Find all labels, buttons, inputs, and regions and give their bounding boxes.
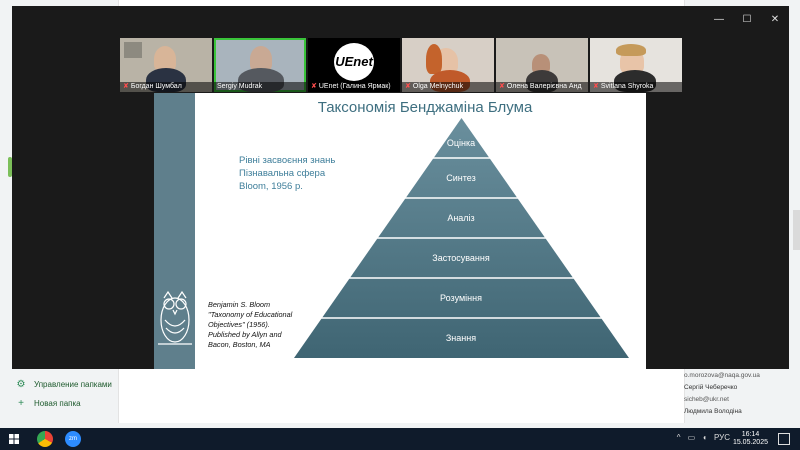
owl-icon	[158, 290, 192, 345]
taskbar: zm ^ ▭ ◖ РУС 16:14 15.05.2025	[0, 428, 800, 450]
network-icon[interactable]: ▭	[687, 433, 696, 442]
slide-title: Таксономія Бенджаміна Блума	[317, 99, 533, 116]
muted-mic-icon: ✘	[405, 83, 411, 90]
clock-date: 15.05.2025	[732, 439, 768, 446]
gear-icon: ⚙	[16, 379, 26, 390]
citation-line: Objectives" (1956).	[208, 320, 270, 329]
close-icon[interactable]: ✕	[770, 14, 780, 25]
muted-mic-icon: ✘	[123, 83, 129, 90]
citation-line: Bacon, Boston, MA	[208, 340, 271, 349]
manage-folders-link[interactable]: ⚙ Управление папками	[16, 379, 112, 390]
citation-line: Benjamin S. Bloom	[208, 300, 271, 309]
slide-citation: Benjamin S. Bloom "Taxonomy of Education…	[208, 300, 318, 350]
muted-mic-icon: ✘	[593, 83, 599, 90]
window-controls: — ☐ ✕	[705, 14, 789, 25]
new-folder-link[interactable]: + Новая папка	[16, 398, 81, 409]
participant-name: UEnet (Галина Ярмак)	[318, 83, 391, 90]
participant-tile[interactable]: ✘Svitlana Shyrokа	[590, 38, 682, 92]
participant-strip: ✘Богдан Шумбал Sergiy Mudrak UEnet ✘UEne…	[120, 38, 682, 92]
citation-line: "Taxonomy of Educational	[208, 310, 293, 319]
participant-tile[interactable]: UEnet ✘UEnet (Галина Ярмак)	[308, 38, 400, 92]
system-tray: ^ ▭ ◖ РУС	[677, 433, 730, 442]
system-clock[interactable]: 16:14 15.05.2025	[733, 431, 768, 447]
uenet-logo: UEnet	[335, 54, 373, 69]
lead-line: Bloom, 1956 р.	[239, 181, 303, 192]
pyramid-level-comprehension: Розуміння	[440, 293, 482, 303]
participant-tile-active-speaker[interactable]: Sergiy Mudrak	[214, 38, 306, 92]
language-indicator[interactable]: РУС	[713, 433, 730, 442]
participant-name: Олена Валерієвна Анд	[506, 83, 582, 90]
participant-name: Sergiy Mudrak	[217, 83, 263, 90]
chevron-up-icon[interactable]: ^	[676, 433, 681, 442]
participant-tile[interactable]: ✘Олена Валерієвна Анд	[496, 38, 588, 92]
contact-email[interactable]: sicheb@ukr.net	[684, 396, 729, 403]
contact-name[interactable]: Людмила Володіна	[684, 408, 742, 415]
muted-mic-icon: ✘	[499, 83, 505, 90]
plus-icon: +	[18, 398, 24, 409]
new-folder-label: Новая папка	[34, 399, 81, 408]
shared-slide: Таксономія Бенджаміна Блума Рівні засвоє…	[154, 93, 646, 369]
notification-icon[interactable]	[778, 433, 790, 445]
participant-name: Svitlana Shyrokа	[600, 83, 654, 90]
contact-email[interactable]: o.morozova@naqa.gov.ua	[684, 372, 760, 379]
slide-lead-text: Рівні засвоєння знань Пізнавальна сфера …	[239, 154, 335, 193]
pyramid-level-synthesis: Синтез	[446, 173, 476, 183]
pyramid-level-knowledge: Знання	[445, 333, 477, 343]
participant-name: Olga Melnychuk	[412, 83, 464, 90]
citation-line: Published by Allyn and	[208, 330, 282, 339]
pyramid-level-analysis: Аналіз	[447, 213, 475, 223]
chrome-icon[interactable]	[37, 431, 53, 447]
zoom-app-icon[interactable]: zm	[65, 431, 81, 447]
participant-tile[interactable]: ✘Olga Melnychuk	[402, 38, 494, 92]
participant-name: Богдан Шумбал	[130, 83, 182, 90]
muted-mic-icon: ✘	[311, 83, 317, 90]
maximize-icon[interactable]: ☐	[742, 14, 752, 25]
scrollbar[interactable]	[793, 210, 800, 250]
compose-button-edge[interactable]	[8, 157, 12, 177]
minimize-icon[interactable]: —	[714, 14, 724, 25]
volume-icon[interactable]: ◖	[702, 433, 707, 442]
contact-list: o.morozova@naqa.gov.ua Сергій Чеберечко …	[684, 372, 800, 420]
lead-line: Пізнавальна сфера	[239, 168, 326, 179]
pyramid-level-evaluation: Оцінка	[446, 138, 476, 148]
contact-name[interactable]: Сергій Чеберечко	[684, 384, 738, 391]
windows-start-icon[interactable]	[9, 434, 19, 444]
manage-folders-label: Управление папками	[34, 380, 112, 389]
pyramid-level-application: Застосування	[432, 253, 490, 263]
bloom-pyramid	[294, 118, 629, 358]
participant-tile[interactable]: ✘Богдан Шумбал	[120, 38, 212, 92]
lead-line: Рівні засвоєння знань	[239, 155, 336, 166]
clock-time: 16:14	[741, 431, 760, 438]
